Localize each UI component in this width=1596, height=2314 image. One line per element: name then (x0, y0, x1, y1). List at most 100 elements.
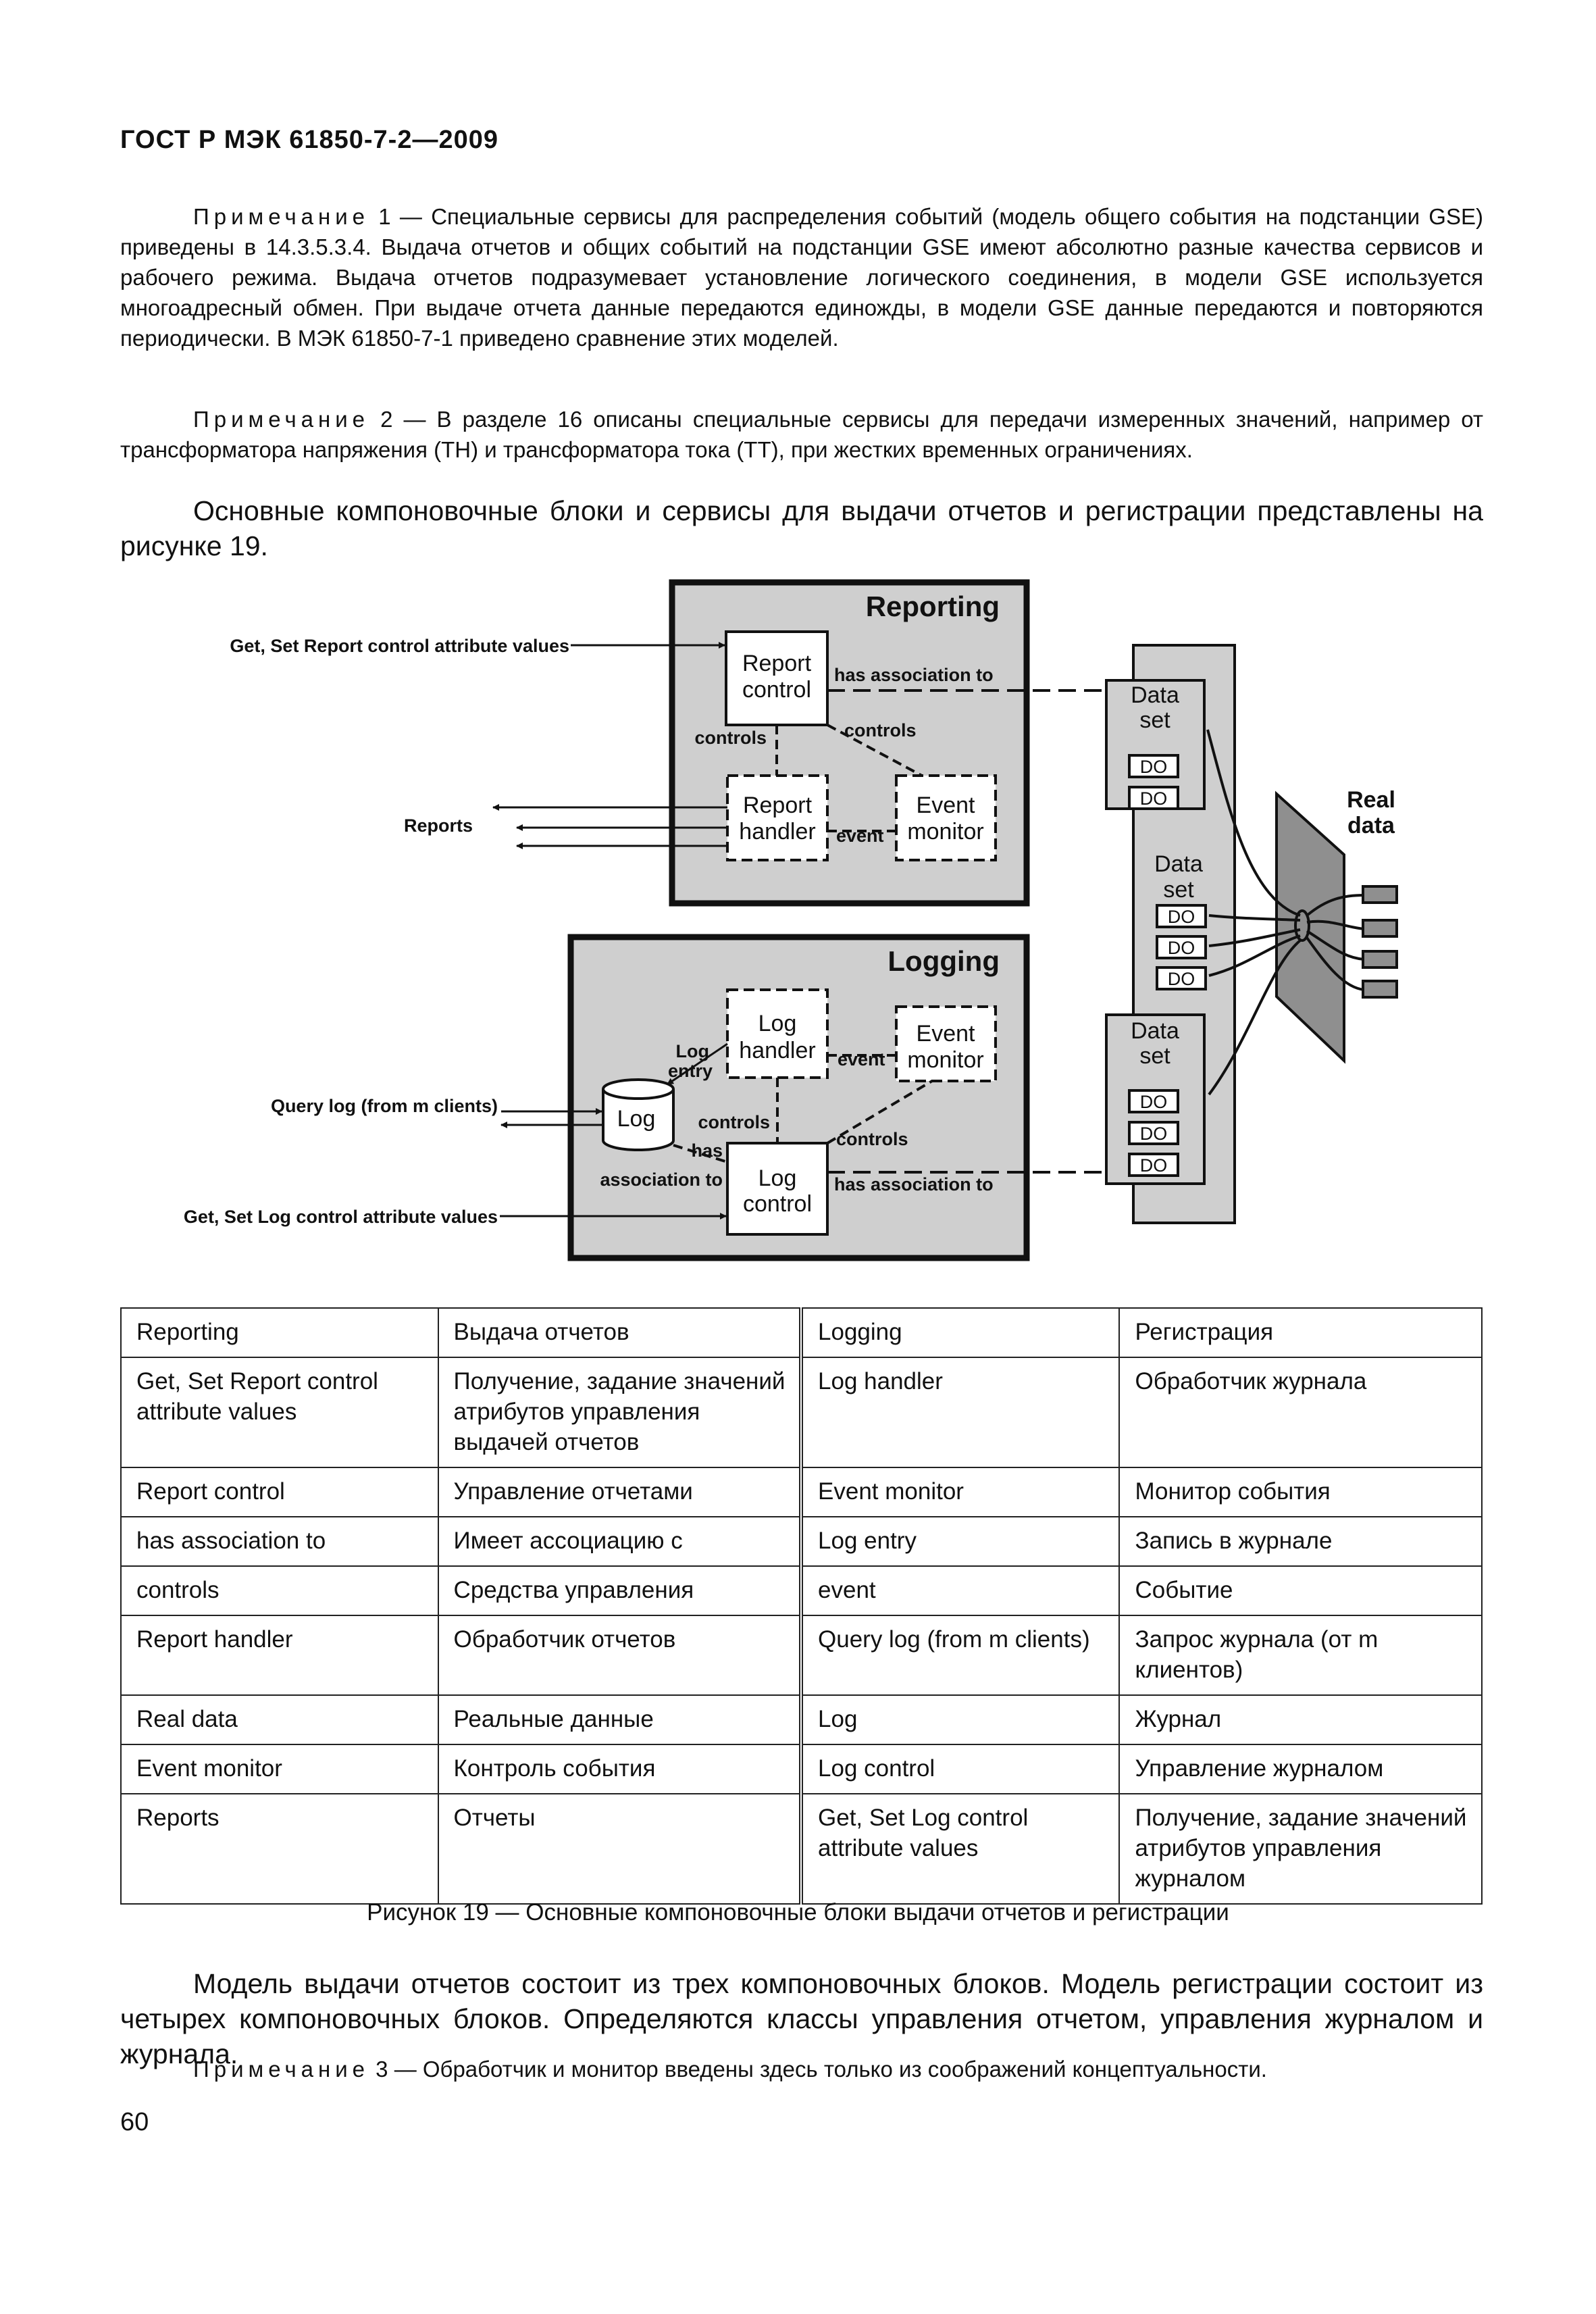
note-text: 3 — Обработчик и монитор введены здесь т… (369, 2057, 1267, 2082)
do-label: DO (1168, 969, 1195, 989)
table-cell: Log handler (799, 1357, 1121, 1468)
do-label: DO (1140, 1092, 1168, 1112)
log-entry-label-1: Log (676, 1041, 709, 1061)
data-wire (1208, 934, 1301, 977)
table-cell: Обработчик журнала (1118, 1357, 1483, 1468)
real-data-plate (1275, 790, 1345, 1064)
table-cell: Реальные данные (437, 1694, 802, 1745)
data-wire (1208, 928, 1301, 947)
do-label: DO (1168, 907, 1195, 927)
table-cell: Event monitor (799, 1467, 1121, 1517)
log-control-label-1: Log (758, 1165, 797, 1191)
table-cell: Получение, задание значений атрибутов уп… (437, 1357, 802, 1468)
intro-paragraph: Основные компоновочные блоки и сервисы д… (120, 495, 1483, 561)
data-wire (1306, 894, 1365, 917)
controls-label-l2: controls (836, 1129, 908, 1149)
note-text: 1 — Специальные сервисы для распределени… (120, 204, 1483, 351)
association-to-label: association to (600, 1169, 723, 1190)
do-label: DO (1140, 1124, 1168, 1144)
log-storage-label: Log (617, 1106, 656, 1132)
controls-label-r2: controls (844, 720, 917, 740)
table-cell: Report handler (120, 1615, 439, 1696)
controls-connector-l2 (826, 1080, 933, 1145)
table-row: Reports Отчеты Get, Set Log control attr… (120, 1793, 1483, 1905)
reporting-title: Reporting (866, 590, 1000, 622)
do-box (1128, 1089, 1179, 1113)
log-handler-box (726, 988, 829, 1079)
table-cell: Получение, задание значений атрибутов уп… (1118, 1793, 1483, 1905)
table-cell: Имеет ассоциацию с (437, 1516, 802, 1567)
data-wire (1208, 914, 1301, 922)
log-handler-label-1: Log (758, 1011, 797, 1036)
table-cell: Event monitor (120, 1744, 439, 1794)
table-cell: Монитор события (1118, 1467, 1483, 1517)
event-monitor-box-reporting (895, 774, 997, 861)
event-label-l: event (838, 1049, 885, 1070)
log-entry-arrow (667, 1042, 728, 1086)
table-cell: Log control (799, 1744, 1121, 1794)
report-control-box (725, 630, 829, 726)
table-cell: Управление отчетами (437, 1467, 802, 1517)
note-3: Примечание 3 — Обработчик и монитор введ… (120, 2054, 1483, 2084)
note-lead: Примечание (193, 2057, 370, 2082)
log-control-label-2: control (743, 1191, 812, 1217)
query-log-label: Query log (from m clients) (271, 1096, 498, 1116)
controls-label-r1: controls (694, 728, 767, 748)
report-handler-box (726, 774, 829, 861)
event-monitor-log-label-1: Event (917, 1021, 975, 1047)
do-box (1128, 786, 1179, 810)
do-box (1128, 1153, 1179, 1177)
event-monitor-box-logging (895, 1005, 997, 1082)
table-cell: has association to (120, 1516, 439, 1567)
data-set-2-label-1: Data (1154, 851, 1203, 877)
sensor-block (1362, 885, 1398, 904)
sensor-block (1362, 919, 1398, 938)
report-control-label-1: Report (742, 651, 812, 676)
table-cell: Log (799, 1694, 1121, 1745)
log-entry-label-2: entry (668, 1061, 713, 1081)
page-number: 60 (120, 2108, 149, 2136)
do-box (1128, 1121, 1179, 1145)
event-monitor-label-1: Event (917, 793, 975, 818)
table-cell: Get, Set Report control attribute values (120, 1357, 439, 1468)
data-wire (1206, 729, 1301, 917)
log-storage-icon (602, 1078, 675, 1151)
table-row: Reporting Выдача отчетов Logging Регистр… (120, 1307, 1483, 1358)
table-cell: Logging (799, 1307, 1121, 1358)
table-cell: Отчеты (437, 1793, 802, 1905)
table-cell: Get, Set Log control attribute values (799, 1793, 1121, 1905)
document-title: ГОСТ Р МЭК 61850-7-2—2009 (120, 126, 498, 154)
data-set-3-label-1: Data (1131, 1018, 1179, 1044)
event-monitor-label-2: monitor (907, 819, 983, 845)
do-box (1156, 966, 1207, 990)
table-cell: Log entry (799, 1516, 1121, 1567)
table-cell: Контроль события (437, 1744, 802, 1794)
table-cell: Управление журналом (1118, 1744, 1483, 1794)
real-data-label-1: Real (1347, 787, 1395, 813)
do-label: DO (1140, 1155, 1168, 1176)
note-text: 2 — В разделе 16 описаны специальные сер… (120, 407, 1483, 462)
do-box (1156, 904, 1207, 928)
note-1: Примечание 1 — Специальные сервисы для р… (120, 201, 1483, 353)
note-2: Примечание 2 — В разделе 16 описаны спец… (120, 404, 1483, 465)
table-cell: Reporting (120, 1307, 439, 1358)
real-data-label-2: data (1347, 813, 1395, 838)
note-lead: Примечание (193, 204, 370, 229)
get-set-log-label: Get, Set Log control attribute values (184, 1207, 498, 1227)
table-row: Get, Set Report control attribute values… (120, 1357, 1483, 1468)
table-cell: Средства управления (437, 1565, 802, 1616)
table-cell: Событие (1118, 1565, 1483, 1616)
has-label: has (691, 1140, 723, 1161)
glossary-table: Reporting Выдача отчетов Logging Регистр… (120, 1307, 1483, 1905)
data-wire (1306, 920, 1365, 930)
table-cell: Query log (from m clients) (799, 1615, 1121, 1696)
has-association-connector-l (673, 1144, 728, 1163)
logging-title: Logging (887, 945, 1000, 977)
table-row: Event monitor Контроль события Log contr… (120, 1744, 1483, 1794)
data-set-1-label-2: set (1139, 707, 1170, 733)
table-cell: controls (120, 1565, 439, 1616)
has-association-label-l: has association to (834, 1174, 994, 1194)
closing-paragraph: Модель выдачи отчетов состоит из трех ко… (120, 1968, 1483, 2069)
event-monitor-log-label-2: monitor (907, 1047, 983, 1073)
table-row: controls Средства управления event Событ… (120, 1565, 1483, 1616)
